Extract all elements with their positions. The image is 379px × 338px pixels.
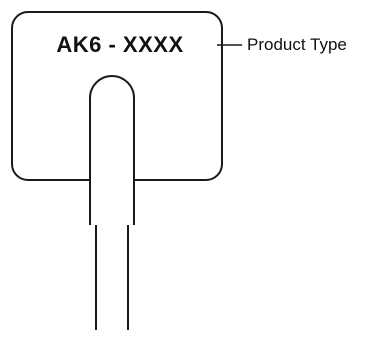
cable <box>95 225 129 330</box>
product-model-code: AK6 - XXXX <box>56 32 184 57</box>
cable-grommet <box>89 75 135 225</box>
product-type-callout: Product Type <box>247 35 347 54</box>
